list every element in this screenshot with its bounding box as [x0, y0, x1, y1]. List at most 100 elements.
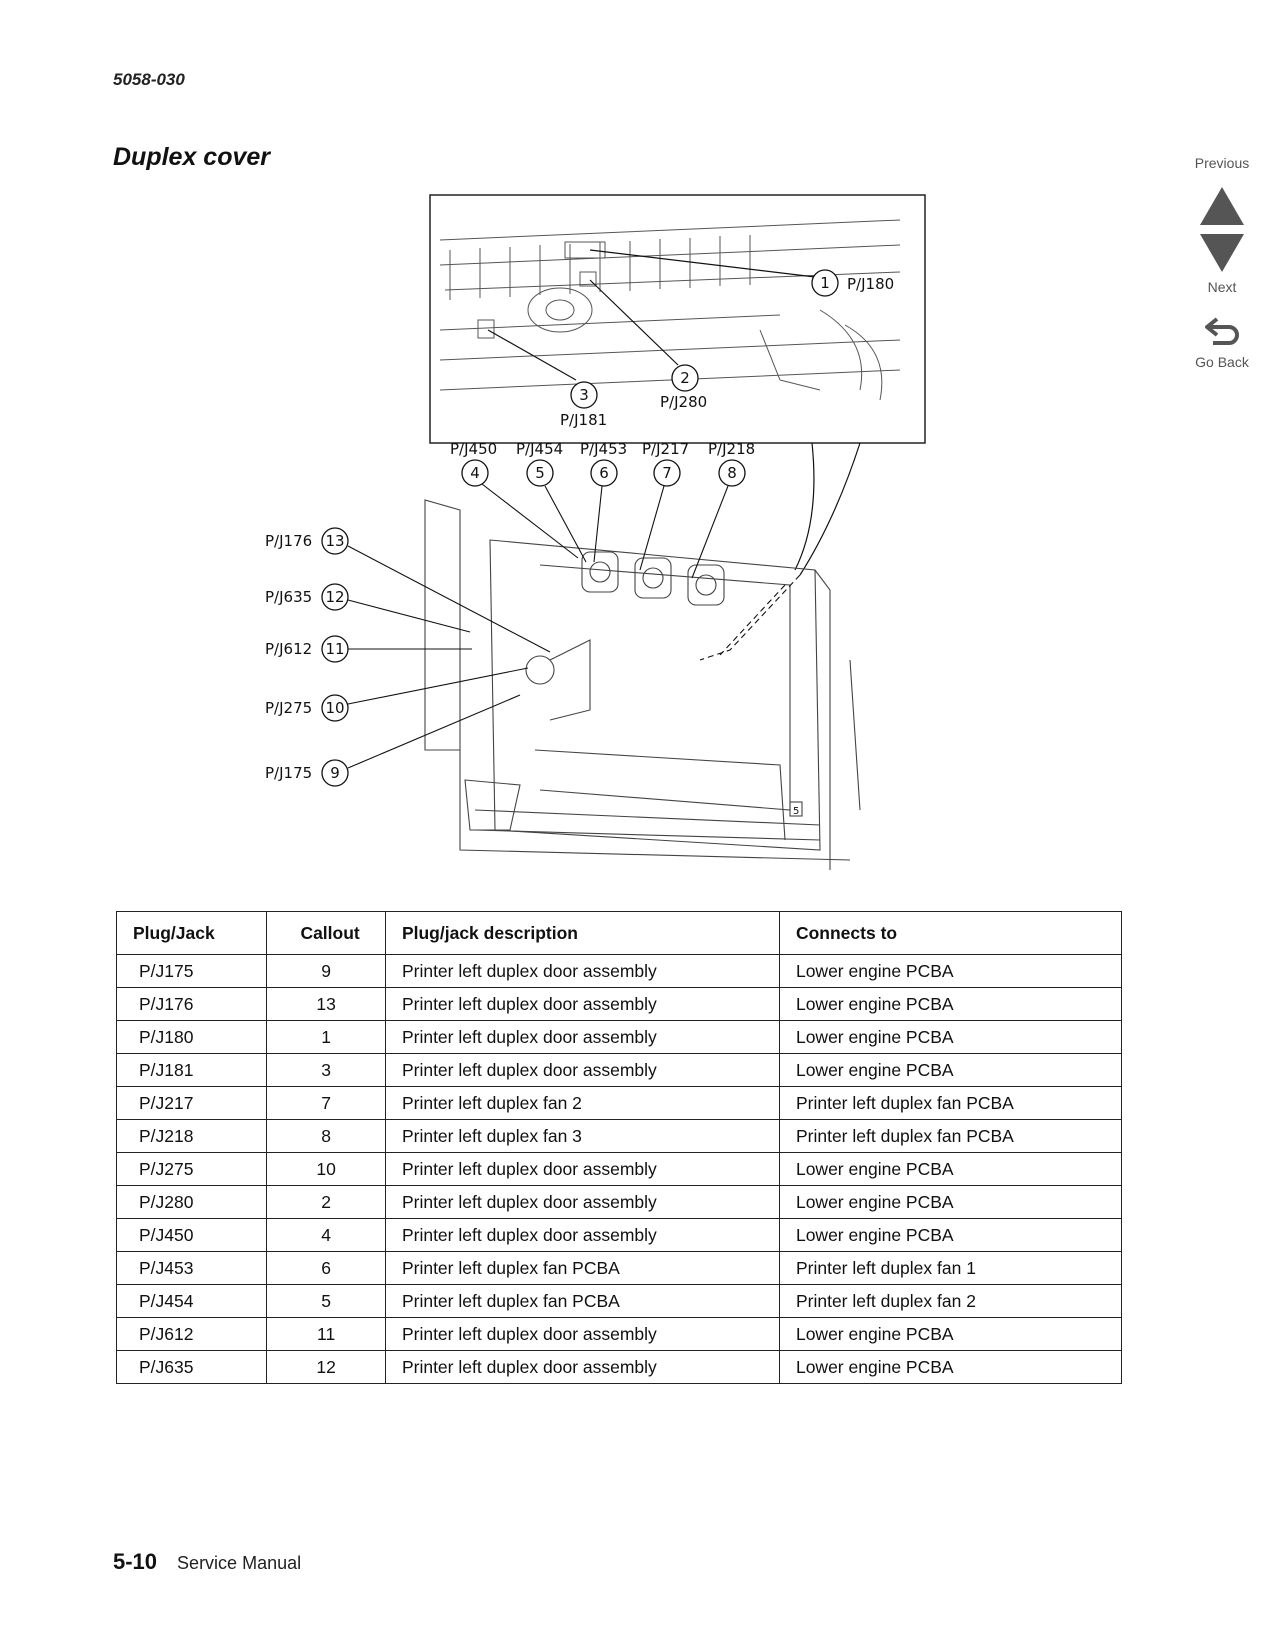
cell-callout: 11: [266, 1317, 386, 1351]
svg-text:P/J635: P/J635: [265, 588, 312, 606]
cell-connects-to: Lower engine PCBA: [778, 954, 1123, 988]
svg-text:11: 11: [325, 640, 344, 658]
svg-text:4: 4: [470, 464, 480, 482]
next-label[interactable]: Next: [1207, 279, 1237, 295]
cell-callout: 10: [266, 1152, 386, 1186]
header-connects-to: Connects to: [778, 911, 1123, 955]
svg-text:10: 10: [325, 699, 344, 717]
cell-plug-jack: P/J280: [115, 1185, 268, 1219]
header-callout: Callout: [266, 911, 386, 955]
cell-description: Printer left duplex door assembly: [384, 987, 780, 1021]
svg-text:1: 1: [820, 274, 830, 292]
svg-text:P/J450: P/J450: [450, 440, 497, 458]
svg-text:P/J217: P/J217: [642, 440, 689, 458]
page-title: Duplex cover: [113, 143, 271, 171]
cell-connects-to: Lower engine PCBA: [778, 1350, 1123, 1384]
cell-description: Printer left duplex fan PCBA: [384, 1284, 780, 1318]
inset-drawing: [439, 219, 901, 401]
cell-description: Printer left duplex fan 2: [384, 1086, 780, 1120]
svg-text:7: 7: [662, 464, 672, 482]
cell-description: Printer left duplex door assembly: [384, 1350, 780, 1384]
callout-13: P/J176 13: [265, 527, 349, 555]
panel-tag: 5: [793, 806, 799, 817]
cell-callout: 3: [266, 1053, 386, 1087]
cell-connects-to: Printer left duplex fan PCBA: [778, 1086, 1123, 1120]
cell-plug-jack: P/J176: [115, 987, 268, 1021]
page-number: 5-10: [113, 1549, 158, 1574]
callout-8: P/J218 8: [708, 440, 755, 487]
cell-plug-jack: P/J180: [115, 1020, 268, 1054]
svg-text:P/J453: P/J453: [580, 440, 627, 458]
duplex-cover-diagram: 1 P/J180 2 P/J280 3 P/J181 P/J450 4 P/J4…: [260, 190, 960, 875]
cell-connects-to: Lower engine PCBA: [778, 1185, 1123, 1219]
previous-label[interactable]: Previous: [1194, 155, 1250, 171]
cell-plug-jack: P/J275: [115, 1152, 268, 1186]
cell-plug-jack: P/J217: [115, 1086, 268, 1120]
next-arrow-icon[interactable]: [1200, 234, 1244, 272]
cell-callout: 1: [266, 1020, 386, 1054]
table-header-row: Plug/Jack Callout Plug/jack description …: [115, 911, 1123, 955]
cell-callout: 2: [266, 1185, 386, 1219]
svg-text:P/J176: P/J176: [265, 532, 312, 550]
cell-description: Printer left duplex fan PCBA: [384, 1251, 780, 1285]
svg-text:P/J175: P/J175: [265, 764, 312, 782]
cell-plug-jack: P/J453: [115, 1251, 268, 1285]
page-footer: 5-10 Service Manual: [113, 1549, 301, 1575]
svg-text:5: 5: [535, 464, 545, 482]
cell-callout: 6: [266, 1251, 386, 1285]
manual-name: Service Manual: [177, 1553, 302, 1573]
svg-text:12: 12: [325, 588, 344, 606]
callout-1: 1 P/J180: [811, 269, 894, 297]
cell-plug-jack: P/J181: [115, 1053, 268, 1087]
cell-plug-jack: P/J175: [115, 954, 268, 988]
cell-callout: 12: [266, 1350, 386, 1384]
cell-connects-to: Lower engine PCBA: [778, 1152, 1123, 1186]
go-back-label[interactable]: Go Back: [1195, 354, 1249, 370]
callout-5: P/J454 5: [516, 440, 563, 487]
cell-plug-jack: P/J454: [115, 1284, 268, 1318]
cell-callout: 8: [266, 1119, 386, 1153]
header-description: Plug/jack description: [384, 911, 780, 955]
cell-callout: 7: [266, 1086, 386, 1120]
svg-text:P/J218: P/J218: [708, 440, 755, 458]
svg-text:3: 3: [579, 386, 589, 404]
callout-4: P/J450 4: [450, 440, 497, 487]
cell-description: Printer left duplex door assembly: [384, 1185, 780, 1219]
cell-callout: 5: [266, 1284, 386, 1318]
door-drawing: [424, 499, 861, 870]
previous-arrow-icon[interactable]: [1200, 187, 1244, 225]
cell-connects-to: Printer left duplex fan 1: [778, 1251, 1123, 1285]
svg-text:P/J280: P/J280: [660, 393, 707, 411]
cell-description: Printer left duplex door assembly: [384, 954, 780, 988]
callout-7: P/J217 7: [642, 440, 689, 487]
callout-12: P/J635 12: [265, 583, 349, 611]
callout-9: P/J175 9: [265, 759, 349, 787]
cell-callout: 9: [266, 954, 386, 988]
cell-description: Printer left duplex fan 3: [384, 1119, 780, 1153]
svg-text:P/J180: P/J180: [847, 275, 894, 293]
callout-3: 3 P/J181: [560, 381, 607, 429]
cell-connects-to: Lower engine PCBA: [778, 1317, 1123, 1351]
cell-connects-to: Lower engine PCBA: [778, 1053, 1123, 1087]
cell-connects-to: Lower engine PCBA: [778, 987, 1123, 1021]
cell-plug-jack: P/J218: [115, 1119, 268, 1153]
cell-connects-to: Lower engine PCBA: [778, 1020, 1123, 1054]
go-back-icon[interactable]: [1203, 315, 1243, 349]
cell-plug-jack: P/J450: [115, 1218, 268, 1252]
svg-text:6: 6: [599, 464, 609, 482]
cell-connects-to: Printer left duplex fan 2: [778, 1284, 1123, 1318]
svg-text:P/J612: P/J612: [265, 640, 312, 658]
cell-connects-to: Lower engine PCBA: [778, 1218, 1123, 1252]
cell-connects-to: Printer left duplex fan PCBA: [778, 1119, 1123, 1153]
cell-callout: 13: [266, 987, 386, 1021]
